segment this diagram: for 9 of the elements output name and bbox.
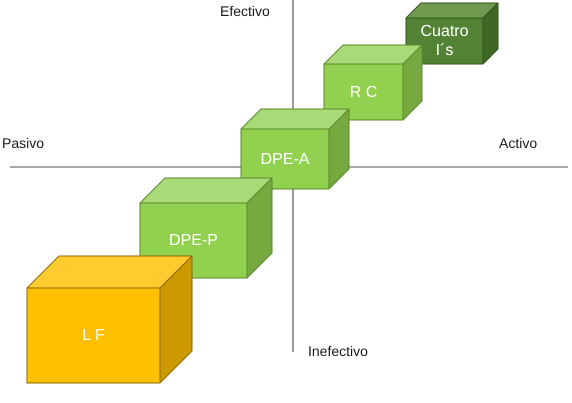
axis-label: Pasivo xyxy=(2,135,44,151)
axis-label: Efectivo xyxy=(220,3,270,19)
block-label: DPE-P xyxy=(169,231,218,250)
block-label: L F xyxy=(82,326,105,345)
block-label: DPE-A xyxy=(260,150,310,168)
block-label: Cuatro I´s xyxy=(419,22,470,60)
block-label: R C xyxy=(350,82,378,102)
axis-label: Activo xyxy=(499,135,538,151)
axis-label: Inefectivo xyxy=(308,343,368,359)
